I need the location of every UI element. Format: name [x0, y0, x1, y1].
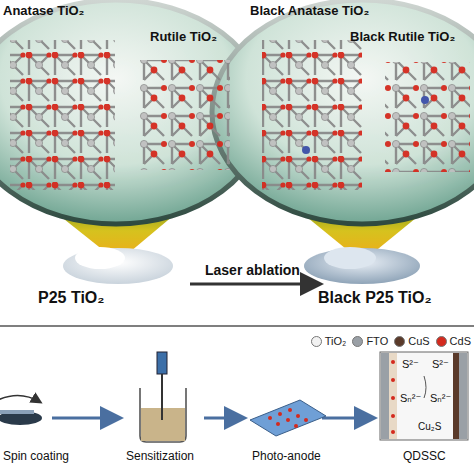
process-label: Laser ablation	[205, 262, 300, 278]
legend-item: FTO	[352, 335, 388, 347]
legend-item: TiO₂	[311, 335, 347, 347]
legend-text: CuS	[408, 335, 429, 347]
structure-label: Anatase TiO₂	[3, 4, 84, 19]
legend-swatch	[394, 336, 405, 347]
legend-text: TiO₂	[325, 335, 347, 347]
sample-label: P25 TiO₂	[38, 289, 104, 307]
structure-label: Rutile TiO₂	[150, 30, 217, 45]
ion-label: S²⁻	[402, 358, 419, 371]
step-label: Sensitization	[126, 450, 194, 464]
step-label: QDSSC	[403, 450, 446, 464]
legend-text: FTO	[366, 335, 388, 347]
legend-swatch	[436, 336, 447, 347]
material-label: Cu₂S	[418, 421, 441, 433]
ion-label: Sₙ²⁻	[430, 392, 451, 405]
legend-item: CdS	[436, 335, 471, 347]
legend: TiO₂ FTO CuS CdS	[311, 335, 471, 347]
step-label: Photo-anode	[252, 450, 321, 464]
ion-label: Sₙ²⁻	[400, 392, 421, 405]
ion-label: S²⁻	[432, 358, 449, 371]
structure-label: Black Rutile TiO₂	[350, 30, 455, 45]
legend-swatch	[311, 336, 322, 347]
structure-label: Black Anatase TiO₂	[250, 4, 369, 19]
legend-text: CdS	[450, 335, 471, 347]
step-label: Spin coating	[3, 450, 69, 464]
legend-item: CuS	[394, 335, 429, 347]
legend-swatch	[352, 336, 363, 347]
sample-label: Black P25 TiO₂	[318, 289, 432, 307]
